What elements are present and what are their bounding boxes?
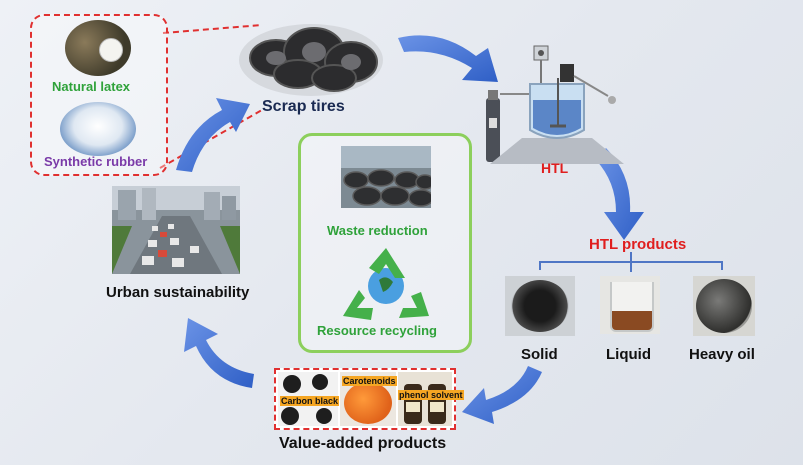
cycle-arrow-4 (184, 318, 254, 388)
waste-pile-photo (341, 146, 431, 208)
solid-product-photo (505, 276, 575, 336)
solid-label: Solid (521, 346, 558, 363)
scrap-tires-label: Scrap tires (262, 98, 345, 115)
value-added-box: Carbon black Carotenoids phenol solvent (274, 368, 464, 430)
urban-sustainability-label: Urban sustainability (106, 284, 250, 301)
scrap-tires-image (236, 10, 386, 98)
htl-label: HTL (541, 160, 569, 176)
urban-traffic-photo (112, 186, 240, 274)
htl-reactor-icon (486, 45, 624, 164)
synthetic-rubber-photo (60, 102, 136, 156)
natural-latex-label: Natural latex (52, 79, 131, 94)
cycle-arrow-2 (596, 148, 644, 240)
recycling-icon (343, 248, 429, 320)
synthetic-rubber-label: Synthetic rubber (44, 154, 148, 169)
cycle-arrow-5 (176, 98, 250, 172)
phenol-solvent-label: phenol solvent (398, 390, 464, 400)
liquid-label: Liquid (606, 346, 651, 363)
heavy-oil-label: Heavy oil (689, 346, 755, 363)
tires-icon (239, 24, 383, 96)
latex-tree-photo (65, 20, 131, 76)
cycle-arrow-1 (398, 35, 498, 82)
waste-reduction-label: Waste reduction (327, 223, 428, 238)
htl-products-title: HTL products (589, 236, 687, 253)
products-bracket (539, 252, 723, 272)
liquid-product-photo (600, 276, 660, 334)
center-benefits-panel: Waste reduction Resource recycling (298, 133, 472, 353)
connector-line-top (162, 24, 263, 34)
carbon-black-label: Carbon black (280, 396, 340, 406)
cycle-arrow-3 (462, 366, 542, 424)
carbon-black-photo (278, 372, 338, 426)
resource-recycling-label: Resource recycling (317, 323, 437, 338)
rubber-sources-box: Natural latex Synthetic rubber (30, 14, 168, 176)
heavy-oil-photo (693, 276, 755, 336)
value-added-title: Value-added products (279, 435, 447, 452)
carotenoids-label: Carotenoids (342, 376, 397, 386)
